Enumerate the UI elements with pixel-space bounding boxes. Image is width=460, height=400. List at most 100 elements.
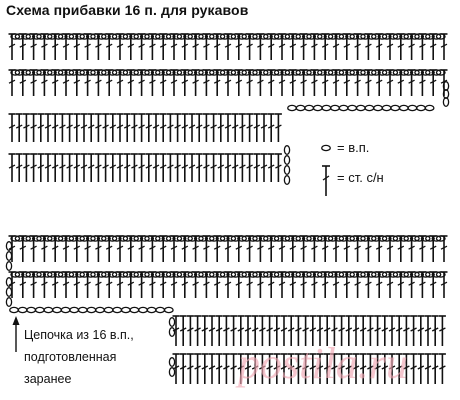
- double-crochet-symbol: [66, 113, 74, 142]
- chain-stitch-oval: [280, 271, 291, 278]
- chain-stitch-oval: [420, 271, 431, 278]
- turning-chain-oval: [283, 145, 291, 155]
- double-crochet-symbol: [338, 353, 346, 384]
- chain-stitch-oval: [431, 69, 442, 76]
- double-crochet-symbol: [172, 315, 180, 346]
- double-crochet-symbol: [215, 315, 223, 346]
- double-crochet-symbol: [210, 113, 218, 142]
- turning-chain-oval: [168, 357, 176, 367]
- double-crochet-symbol: [302, 315, 310, 346]
- turning-chain-oval: [283, 175, 291, 185]
- chain-stitch-oval: [377, 235, 388, 242]
- chain-stitch-oval: [312, 271, 323, 278]
- chain-stitch-oval: [163, 306, 174, 314]
- chain-stitch-oval: [139, 235, 150, 242]
- turning-chain-oval: [168, 317, 176, 327]
- double-crochet-symbol: [186, 315, 194, 346]
- chain-stitch-oval: [355, 69, 366, 76]
- chain-stitch-oval: [64, 33, 75, 40]
- double-crochet-symbol: [222, 353, 230, 384]
- chain-stitch-oval: [17, 306, 28, 314]
- double-crochet-symbol: [201, 353, 209, 384]
- chain-stitch-oval: [420, 69, 431, 76]
- double-crochet-symbol: [374, 353, 382, 384]
- chain-stitch-oval: [409, 235, 420, 242]
- chain-stitch-oval: [64, 271, 75, 278]
- double-crochet-symbol: [215, 353, 223, 384]
- double-crochet-symbol: [217, 113, 225, 142]
- chain-stitch-oval: [399, 235, 409, 242]
- chain-stitch-oval: [409, 271, 420, 278]
- double-crochet-symbol: [230, 353, 238, 384]
- chain-stitch-oval: [138, 306, 148, 314]
- chain-stitch-oval: [107, 33, 118, 40]
- turning-chain-oval: [5, 261, 13, 271]
- double-crochet-symbol: [188, 153, 196, 182]
- double-crochet-symbol: [352, 315, 360, 346]
- double-crochet-symbol: [231, 113, 239, 142]
- double-crochet-symbol: [330, 315, 338, 346]
- chain-stitch-oval: [226, 33, 237, 40]
- double-crochet-symbol: [22, 113, 30, 142]
- chain-stitch-oval: [280, 69, 291, 76]
- chain-stitch-oval: [366, 33, 377, 40]
- chain-stitch-oval: [409, 69, 420, 76]
- double-crochet-symbol: [94, 153, 102, 182]
- double-crochet-symbol: [30, 113, 38, 142]
- chain-stitch-oval: [9, 306, 19, 314]
- double-crochet-symbol: [410, 315, 418, 346]
- chain-stitch-oval: [258, 271, 269, 278]
- chain-stitch-oval: [269, 33, 280, 40]
- double-crochet-symbol: [22, 153, 30, 182]
- double-crochet-symbol: [188, 113, 196, 142]
- chain-stitch-oval: [96, 33, 107, 40]
- double-crochet-symbol: [417, 315, 425, 346]
- chain-stitch-oval: [301, 235, 312, 242]
- chain-stitch-oval: [42, 271, 53, 278]
- double-crochet-symbol: [381, 315, 389, 346]
- double-crochet-symbol: [267, 153, 275, 182]
- chain-stitch-oval: [129, 69, 139, 76]
- chain-stitch-oval: [388, 235, 399, 242]
- double-crochet-symbol: [179, 315, 187, 346]
- double-crochet-symbol: [202, 113, 210, 142]
- chain-stitch-oval: [161, 235, 172, 242]
- double-crochet-symbol: [15, 113, 23, 142]
- double-crochet-symbol: [440, 235, 448, 262]
- chain-stitch-oval: [291, 271, 301, 278]
- double-crochet-symbol: [138, 153, 146, 182]
- chain-stitch-oval: [269, 235, 280, 242]
- chain-stitch-oval: [95, 306, 105, 314]
- chain-stitch-oval: [118, 235, 129, 242]
- chain-stitch-oval: [21, 235, 31, 242]
- chain-stitch-oval: [301, 69, 312, 76]
- double-crochet-symbol: [224, 153, 232, 182]
- double-crochet-symbol: [201, 315, 209, 346]
- double-crochet-symbol: [80, 113, 88, 142]
- chain-stitch-oval: [107, 271, 118, 278]
- double-crochet-symbol: [258, 315, 266, 346]
- double-crochet-symbol: [194, 353, 202, 384]
- chain-stitch-oval: [118, 271, 129, 278]
- chain-stitch-oval: [312, 235, 323, 242]
- chain-stitch-oval: [431, 235, 442, 242]
- chain-stitch-oval: [64, 69, 75, 76]
- double-crochet-symbol: [66, 153, 74, 182]
- double-crochet-symbol: [280, 353, 288, 384]
- chain-stitch-oval: [204, 271, 215, 278]
- double-crochet-symbol: [224, 113, 232, 142]
- chain-stitch-oval: [118, 33, 129, 40]
- double-crochet-symbol: [274, 113, 282, 142]
- chain-stitch-oval: [388, 33, 399, 40]
- double-crochet-symbol: [58, 153, 66, 182]
- chain-stitch-oval: [43, 306, 54, 314]
- double-crochet-symbol: [323, 353, 331, 384]
- double-crochet-symbol: [294, 315, 302, 346]
- chain-stitch-oval: [345, 235, 355, 242]
- chain-stitch-oval: [21, 69, 31, 76]
- chain-stitch-oval: [31, 235, 42, 242]
- chain-stitch-oval: [377, 271, 388, 278]
- chain-stitch-oval: [204, 235, 215, 242]
- double-crochet-symbol: [267, 113, 275, 142]
- double-crochet-symbol: [179, 353, 187, 384]
